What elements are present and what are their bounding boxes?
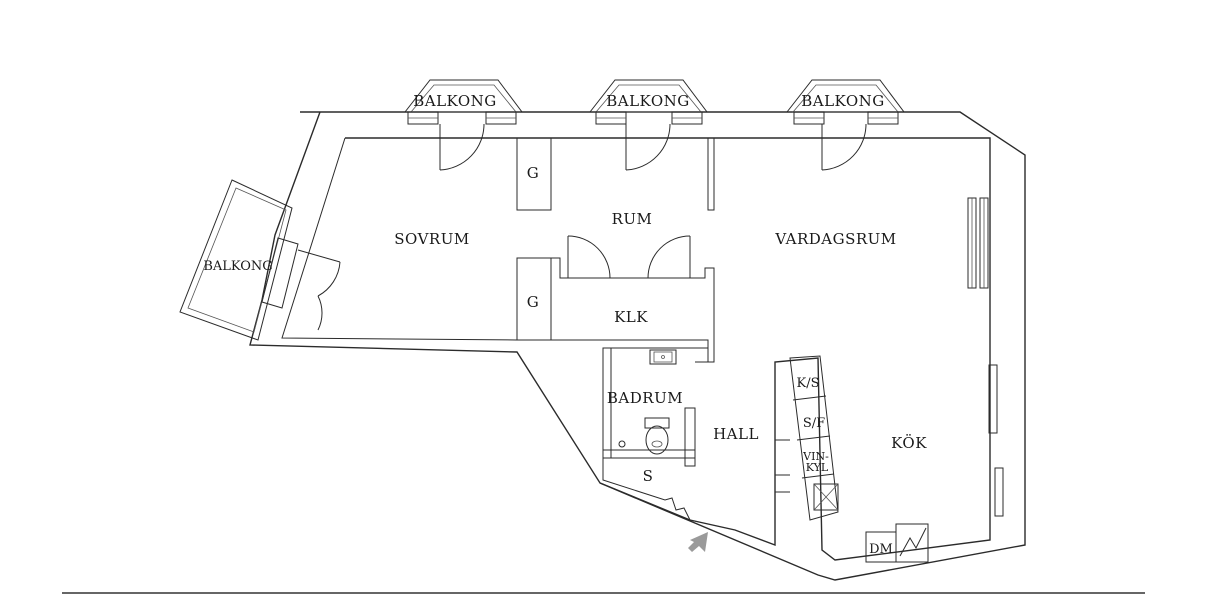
toilet-icon xyxy=(618,417,670,455)
interior-walls xyxy=(516,137,929,563)
label-sovrum: SOVRUM xyxy=(394,230,469,248)
label-vin: VIN- xyxy=(802,450,829,463)
label-s: S xyxy=(643,467,654,485)
balcony-top-2 xyxy=(588,79,708,125)
balcony-doors-top xyxy=(439,123,867,171)
balcony-top-1 xyxy=(403,79,523,125)
label-g-lower: G xyxy=(527,293,539,311)
label-balkong-top-3: BALKONG xyxy=(801,92,885,110)
label-vardagsrum: VARDAGSRUM xyxy=(774,230,896,248)
label-rum: RUM xyxy=(612,210,653,228)
label-kok: KÖK xyxy=(891,434,927,452)
outer-walls xyxy=(249,111,1026,581)
stove-icon xyxy=(813,483,927,557)
label-klk: KLK xyxy=(614,308,648,326)
sink-icon xyxy=(649,349,677,365)
label-kyl: KYL xyxy=(806,461,829,474)
label-balkong-left: BALKONG xyxy=(203,259,272,274)
label-sf: S/F xyxy=(803,416,825,431)
entrance-arrow-icon xyxy=(688,532,708,552)
label-badrum: BADRUM xyxy=(607,389,683,407)
label-balkong-top-2: BALKONG xyxy=(606,92,690,110)
balcony-left xyxy=(179,179,341,341)
label-dm: DM xyxy=(869,542,893,557)
label-ks: K/S xyxy=(797,376,820,391)
balcony-top-3 xyxy=(785,79,905,125)
label-balkong-top-1: BALKONG xyxy=(413,92,497,110)
right-windows xyxy=(967,197,1004,517)
label-g-upper: G xyxy=(527,164,539,182)
label-hall: HALL xyxy=(713,425,759,443)
